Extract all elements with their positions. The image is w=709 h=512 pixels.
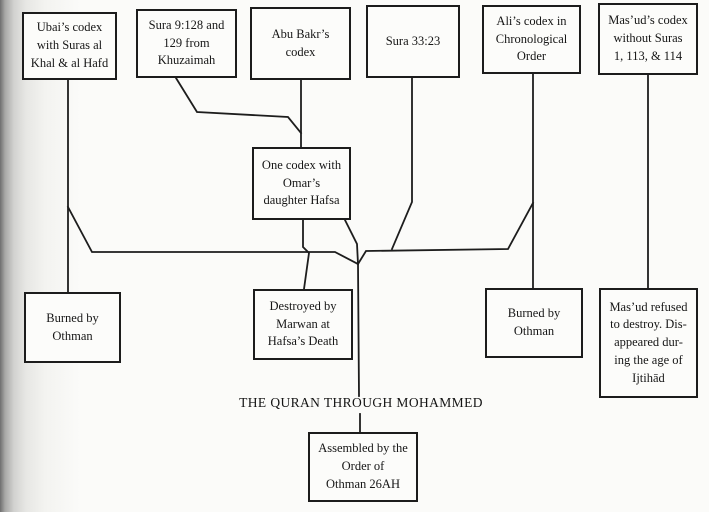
node-masud-codex-label: Mas’ud’s codex without Suras 1, 113, & 1… [608,13,688,63]
node-one-codex-hafsa-label: One codex with Omar’s daughter Hafsa [261,157,342,208]
diagram-title: THE QURAN THROUGH MOHAMMED [239,395,483,410]
node-one-codex-hafsa: One codex with Omar’s daughter Hafsa [252,147,351,220]
node-burned-by-othman-right-label: Burned by Othman [507,306,561,338]
node-ali-codex: Ali’s codex in Chronological Order [482,5,581,74]
node-abu-bakr-codex-label: Abu Bakr’s codex [271,26,330,59]
edge-hafsa-destroyed [302,219,310,291]
node-destroyed-by-marwan: Destroyed by Marwan at Hafsa’s Death [253,289,353,360]
node-sura-9-128-khuzaimah-label: Sura 9:128 and 129 from Khuzaimah [148,17,225,68]
node-abu-bakr-codex: Abu Bakr’s codex [250,7,351,80]
node-burned-by-othman-left: Burned by Othman [24,292,121,363]
node-ali-codex-label: Ali’s codex in Chronological Order [495,13,568,64]
node-burned-by-othman-left-label: Burned by Othman [46,310,99,343]
node-sura-33-23-label: Sura 33:23 [385,33,441,48]
node-masud-refused: Mas’ud refused to destroy. Dis- appeared… [599,288,698,398]
node-sura-9-128-khuzaimah: Sura 9:128 and 129 from Khuzaimah [136,9,237,78]
edge-khuzaimah-hafsa [174,76,303,135]
node-masud-codex: Mas’ud’s codex without Suras 1, 113, & 1… [598,3,698,75]
edge-hafsa-junction [343,218,359,265]
edge-sura3323-junction [390,77,413,251]
node-assembled-by-othman-label: Assembled by the Order of Othman 26AH [318,441,408,491]
node-ubai-codex-label: Ubai’s codex with Suras al Khal & al Haf… [30,20,109,70]
node-masud-refused-label: Mas’ud refused to destroy. Dis- appeared… [609,299,688,385]
node-burned-by-othman-right: Burned by Othman [485,288,583,358]
node-ubai-codex: Ubai’s codex with Suras al Khal & al Haf… [22,12,117,80]
node-sura-33-23: Sura 33:23 [366,5,460,78]
node-destroyed-by-marwan-label: Destroyed by Marwan at Hafsa’s Death [267,298,339,349]
node-assembled-by-othman: Assembled by the Order of Othman 26AH [308,432,418,502]
edge-junction-title [357,263,360,397]
edge-junction-ali [356,201,535,266]
edge-ubai-junction [66,205,360,266]
